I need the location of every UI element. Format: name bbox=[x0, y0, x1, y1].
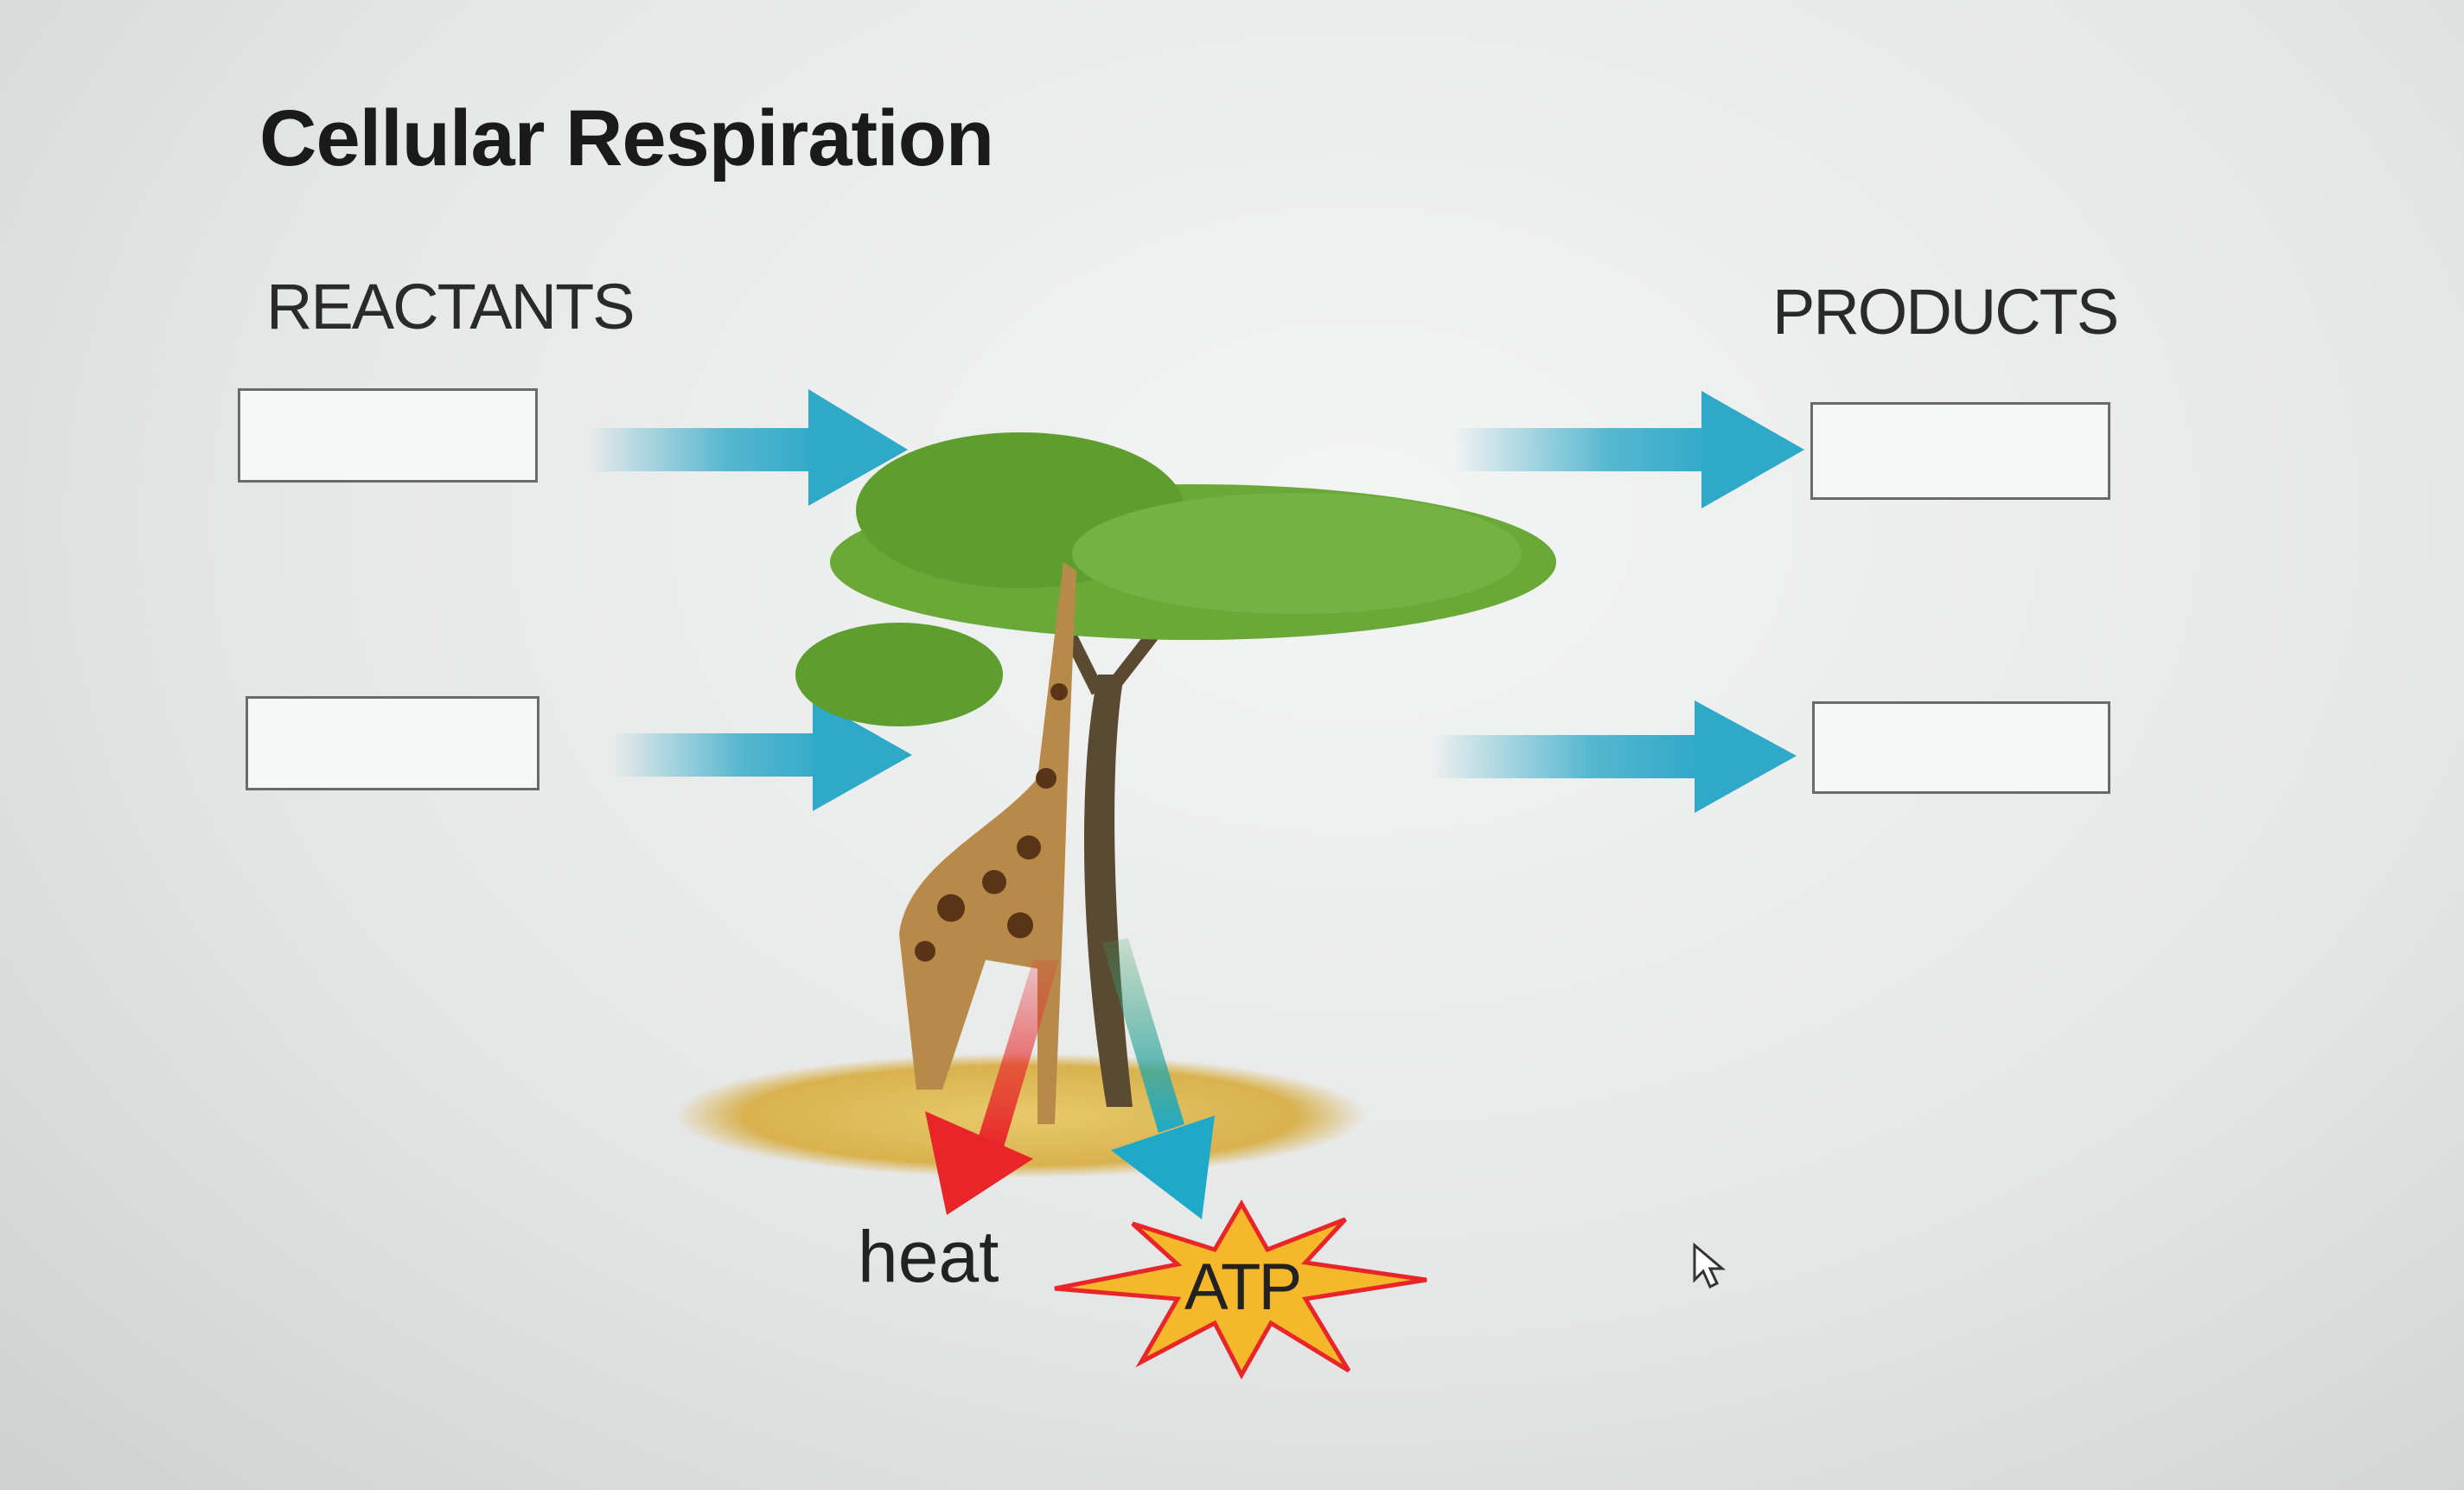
product-arrow-1 bbox=[1454, 391, 1804, 508]
reactants-heading: REACTANTS bbox=[266, 271, 635, 342]
product-drop-box-2[interactable] bbox=[1812, 701, 2110, 794]
reactant-drop-box-2[interactable] bbox=[246, 696, 539, 790]
atp-arrow bbox=[1102, 938, 1215, 1219]
reactant-drop-box-1[interactable] bbox=[238, 388, 538, 483]
atp-starburst-icon bbox=[1054, 1199, 1427, 1380]
page-title: Cellular Respiration bbox=[259, 94, 994, 182]
reactant-arrow-1 bbox=[588, 389, 908, 506]
product-drop-box-1[interactable] bbox=[1810, 402, 2110, 500]
atp-label: ATP bbox=[1184, 1250, 1302, 1324]
mouse-cursor-icon bbox=[1693, 1242, 1727, 1289]
tree-icon bbox=[795, 432, 1556, 1107]
heat-label: heat bbox=[858, 1216, 999, 1297]
products-heading: PRODUCTS bbox=[1772, 276, 2119, 348]
heat-arrow bbox=[925, 960, 1059, 1215]
reactant-arrow-2 bbox=[613, 699, 912, 811]
giraffe-icon bbox=[899, 562, 1076, 1124]
product-arrow-2 bbox=[1431, 700, 1797, 813]
